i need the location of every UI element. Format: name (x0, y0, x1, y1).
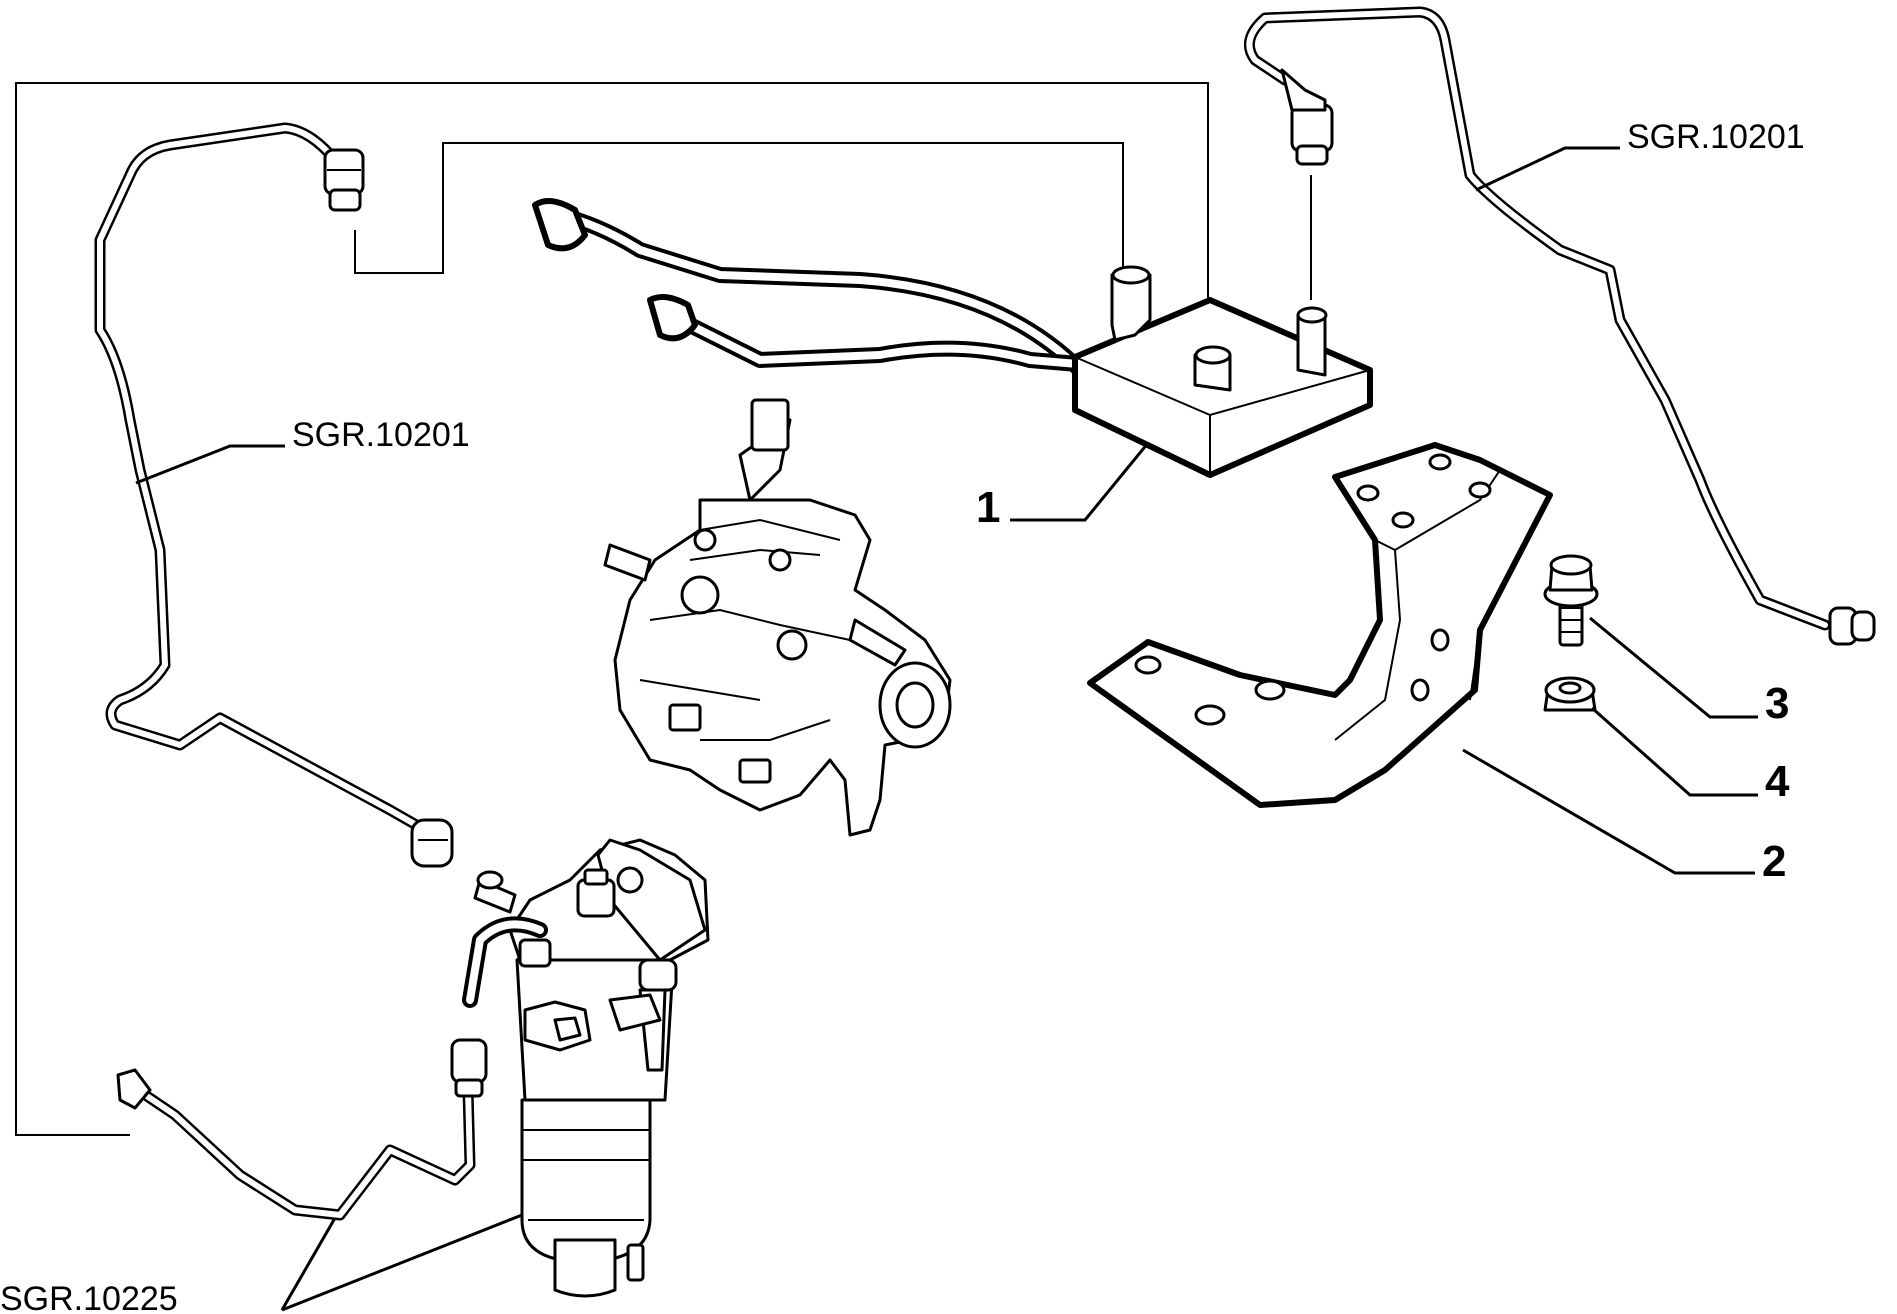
leader-sgr-top-right (1475, 146, 1620, 192)
leader-part-2 (1462, 748, 1755, 875)
fuel-distributor-block (532, 198, 1373, 478)
leader-sgr-middle-left (135, 444, 285, 485)
high-pressure-fuel-pump (603, 398, 952, 837)
reference-label-top-right: SGR.10201 (1627, 118, 1805, 156)
leader-part-4 (1591, 706, 1758, 797)
flange-bolt (1543, 554, 1599, 647)
leader-part-1 (1010, 442, 1150, 522)
right-fuel-pipe (1243, 6, 1876, 646)
part-number-1: 1 (976, 483, 1000, 532)
connection-frame-inner (354, 142, 1124, 300)
reference-label-bottom-left: SGR.10225 (0, 1280, 178, 1314)
fuel-filter-assembly (462, 838, 710, 1298)
bottom-fuel-pipe (116, 1038, 488, 1221)
part-number-4: 4 (1765, 757, 1790, 806)
flange-nut (1543, 676, 1597, 712)
part-number-2: 2 (1762, 837, 1786, 886)
leader-part-3 (1589, 616, 1758, 719)
connection-frame-outer (15, 82, 1209, 1136)
leader-sgr-bottom-left (280, 1213, 523, 1312)
left-fuel-pipe (94, 122, 454, 868)
mounting-bracket (1087, 442, 1553, 808)
reference-label-middle-left: SGR.10201 (292, 416, 470, 454)
part-number-3: 3 (1765, 679, 1789, 728)
